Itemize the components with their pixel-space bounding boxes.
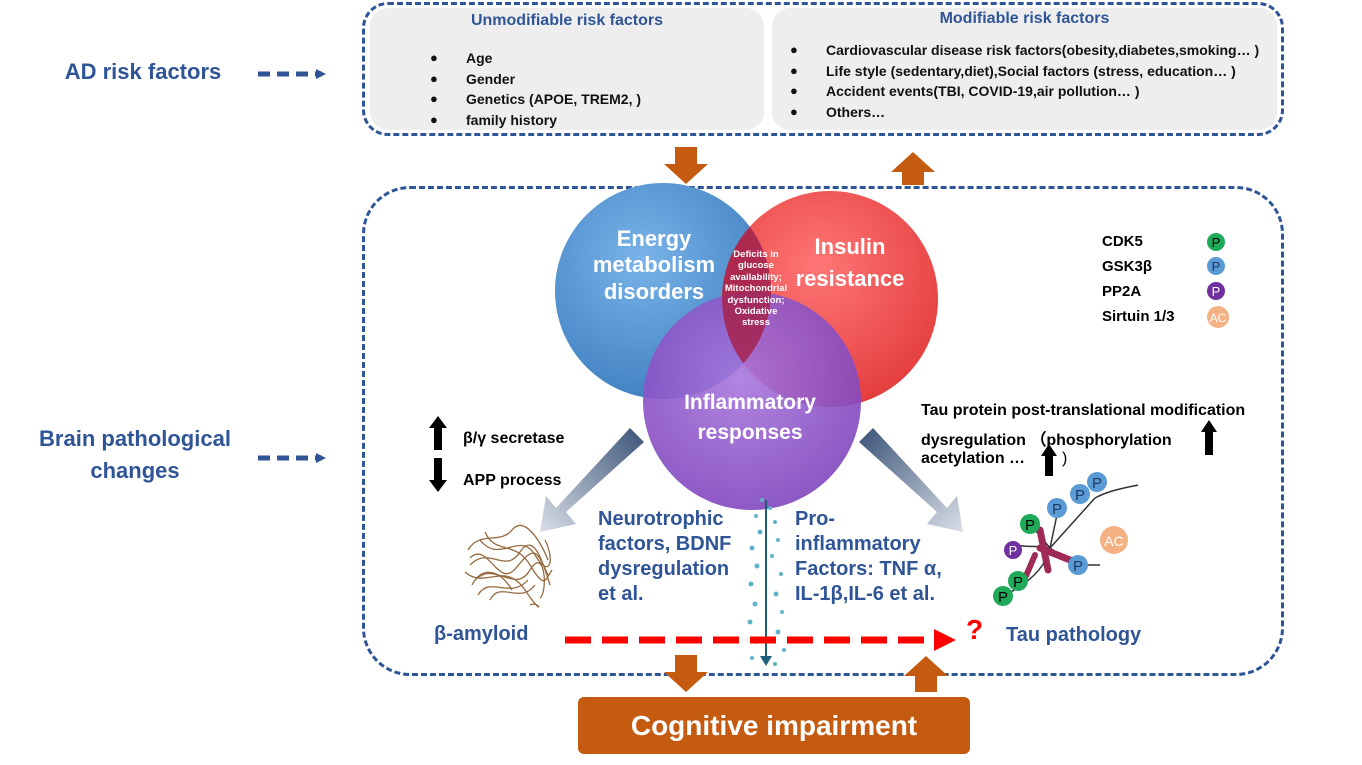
question-mark: ? xyxy=(966,614,984,645)
list-item: Others… xyxy=(790,102,1259,123)
legend-symbol-2: P xyxy=(1212,284,1221,299)
overlap-line: availability; xyxy=(730,271,782,283)
inflammatory-line-2: responses xyxy=(697,421,803,445)
tau-mod-line3: acetylation … xyxy=(921,450,1026,467)
proinflammatory-line: IL-1β,IL-6 et al. xyxy=(795,583,936,605)
p-green-icon xyxy=(1207,233,1225,251)
p-badge: P xyxy=(1052,501,1062,518)
overlap-line: Deficits in xyxy=(733,249,779,260)
list-item: Cardiovascular disease risk factors(obes… xyxy=(790,40,1259,61)
p-badge: P xyxy=(1075,487,1085,504)
brain-changes-box xyxy=(362,186,1284,676)
list-item: Genetics (APOE, TREM2, ) xyxy=(430,89,641,110)
legend-item-cdk5: CDK5 xyxy=(1102,233,1143,250)
down-arrow-unmodifiable xyxy=(664,147,708,184)
neurotrophic-line: et al. xyxy=(598,583,644,605)
brain-changes-line1: Brain pathological xyxy=(39,426,231,451)
tau-molecule xyxy=(1004,484,1139,596)
proinflammatory-line: inflammatory xyxy=(795,533,921,555)
proinflammatory-line: Pro- xyxy=(795,508,835,530)
unmodifiable-panel: Unmodifiable risk factors Age Gender Gen… xyxy=(370,8,764,130)
down-arrow-cognitive xyxy=(664,655,708,692)
unmodifiable-list: Age Gender Genetics (APOE, TREM2, ) fami… xyxy=(430,48,641,130)
overlap-line: stress xyxy=(742,317,770,329)
beta-amyloid-fibrils xyxy=(464,524,553,608)
up-arrow-cognitive xyxy=(904,656,948,692)
list-item: Accident events(TBI, COVID-19,air pollut… xyxy=(790,81,1259,102)
inflammatory-line-1: Inflammatory xyxy=(684,391,816,414)
p-badge: P xyxy=(1092,475,1102,492)
inflammatory-circle xyxy=(643,292,861,510)
overlap-line: dysfunction; xyxy=(727,294,785,306)
neurotrophic-factors-text: Neurotrophic factors, BDNF dysregulation… xyxy=(598,507,731,607)
ac-badge: AC xyxy=(1104,533,1123,549)
legend-item-sirtuin: Sirtuin 1/3 xyxy=(1102,308,1175,325)
acetyl-up-arrow-icon xyxy=(1041,444,1057,476)
unmodifiable-title: Unmodifiable risk factors xyxy=(470,12,664,29)
tau-pathology-label: Tau pathology xyxy=(1006,624,1142,646)
ac-orange-icon xyxy=(1207,306,1229,328)
tau-modification-badges: P P P P P P P P AC xyxy=(993,472,1128,606)
overlap-label: Deficits in glucose availability; Mitoch… xyxy=(716,249,796,329)
overlap-line: glucose xyxy=(738,260,774,272)
modifiable-list: Cardiovascular disease risk factors(obes… xyxy=(790,40,1259,122)
list-item: Gender xyxy=(430,69,641,90)
energy-line-2: metabolism xyxy=(592,252,716,278)
legend-symbol-1: P xyxy=(1212,259,1221,274)
insulin-line-2: resistance xyxy=(795,265,905,291)
list-item: family history xyxy=(430,110,641,131)
insulin-line-1: Insulin xyxy=(814,234,886,259)
p-badge: P xyxy=(1025,517,1035,534)
modifiable-panel: Modifiable risk factors Cardiovascular d… xyxy=(772,8,1277,130)
ad-risk-factors-label: AD risk factors xyxy=(64,59,222,84)
energy-line-3: disorders xyxy=(603,278,705,304)
phospho-up-arrow-icon xyxy=(1201,420,1217,455)
cognitive-impairment-box: Cognitive impairment xyxy=(578,697,970,754)
neurotrophic-line: dysregulation xyxy=(598,558,730,580)
legend-symbol-3: AC xyxy=(1210,311,1227,325)
tau-mod-paren: ) xyxy=(1062,450,1068,467)
brain-changes-label: Brain pathological changes xyxy=(18,423,252,487)
brain-changes-line2: changes xyxy=(90,458,180,483)
p-badge: P xyxy=(1013,574,1023,591)
p-badge: P xyxy=(1073,558,1083,575)
arrow-to-tau xyxy=(859,428,963,532)
list-item: Age xyxy=(430,48,641,69)
tau-mod-line1: Tau protein post-translational modificat… xyxy=(921,402,1246,419)
legend-symbols: P P P AC xyxy=(1207,233,1229,328)
modifiable-title: Modifiable risk factors xyxy=(939,10,1110,27)
energy-line-1: Energy xyxy=(616,226,692,251)
inflammatory-circle-label: Inflammatory responses xyxy=(670,388,830,449)
up-arrow-icon xyxy=(429,416,447,450)
neurotrophic-line: Neurotrophic xyxy=(598,508,724,530)
arrow-to-amyloid xyxy=(540,428,644,532)
legend-item-pp2a: PP2A xyxy=(1102,283,1142,300)
insulin-circle-label: Insulin resistance xyxy=(780,231,920,295)
overlap-line: Oxidative xyxy=(734,305,778,317)
overlap-line: Mitochondrial xyxy=(724,283,788,295)
legend-item-gsk3b: GSK3β xyxy=(1102,258,1153,275)
p-badge: P xyxy=(998,589,1008,606)
p-blue-icon xyxy=(1207,257,1225,275)
secretion-dots xyxy=(747,498,786,666)
legend-symbol-0: P xyxy=(1212,235,1221,250)
proinflammatory-factors-text: Pro- inflammatory Factors: TNF α, IL-1β,… xyxy=(795,507,942,607)
up-arrow-modifiable xyxy=(891,152,935,185)
energy-circle-label: Energy metabolism disorders xyxy=(574,226,734,305)
proinflammatory-line: Factors: TNF α, xyxy=(795,558,942,580)
p-purple-icon xyxy=(1207,282,1225,300)
tau-mod-line2: dysregulation （phosphorylation xyxy=(921,432,1172,449)
p-badge: P xyxy=(1009,543,1018,558)
beta-amyloid-label: β-amyloid xyxy=(434,623,529,645)
app-process-label: APP process xyxy=(463,472,562,489)
list-item: Life style (sedentary,diet),Social facto… xyxy=(790,61,1259,82)
risk-factors-box xyxy=(362,2,1284,136)
down-arrow-icon xyxy=(429,458,447,492)
neurotrophic-line: factors, BDNF xyxy=(598,533,732,555)
secretase-label: β/γ secretase xyxy=(463,430,565,447)
